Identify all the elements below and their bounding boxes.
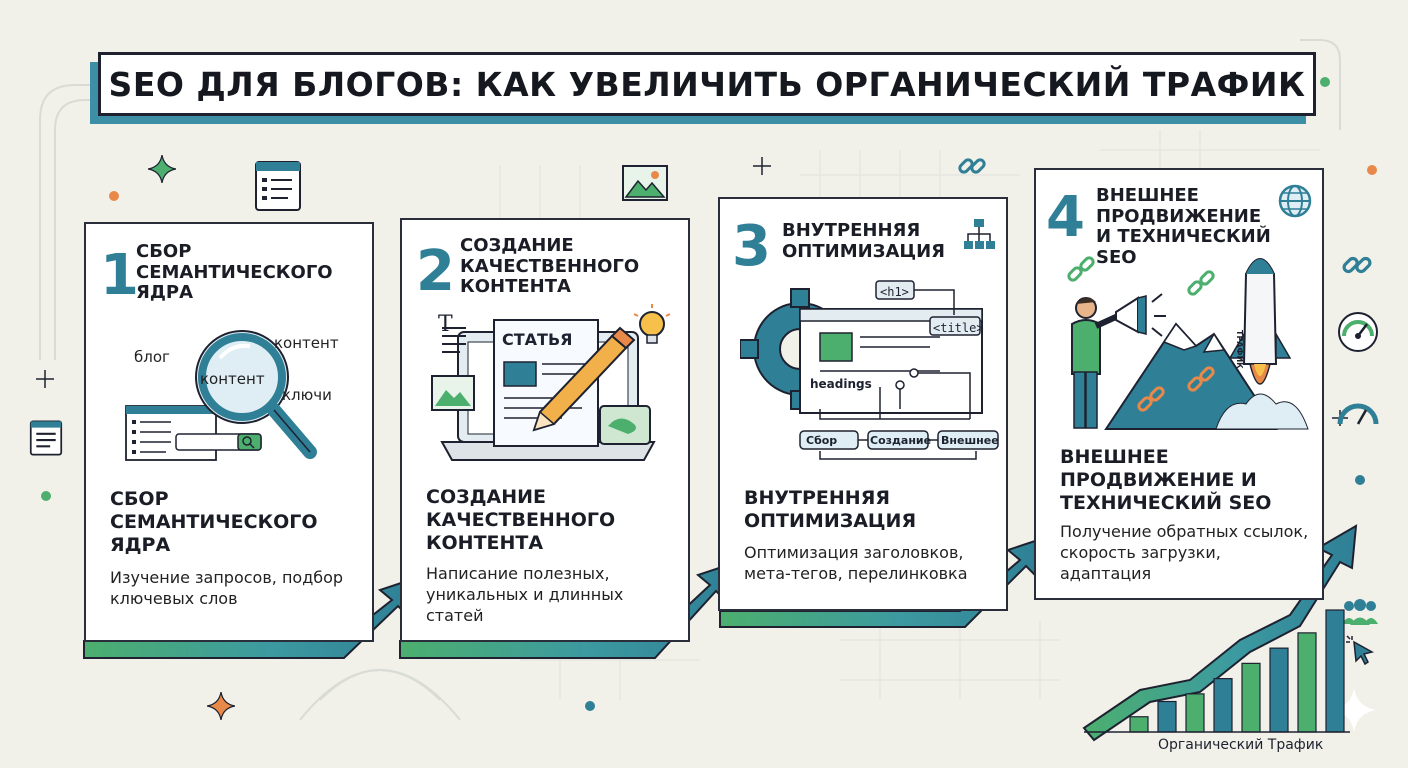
list-window-icon <box>255 161 301 211</box>
step-header-3: Внутренняя оптимизация <box>782 220 946 262</box>
link-icon <box>958 158 986 174</box>
keyword-content: контент <box>274 334 339 352</box>
sitemap-icon <box>964 219 995 249</box>
step-card-2: 2 Создание качественного контента T СТАТ… <box>400 218 690 642</box>
traffic-bar <box>1185 693 1205 733</box>
image-icon <box>622 165 668 201</box>
step-header-4: Внешнее продвижение и технический SEO <box>1096 185 1271 269</box>
globe-icon <box>1278 184 1312 218</box>
tag-headings: headings <box>810 377 872 391</box>
article-label: СТАТЬЯ <box>502 330 573 349</box>
traffic-bar <box>1129 716 1149 733</box>
dot-decor <box>109 191 119 201</box>
page-title: SEO ДЛЯ БЛОГОВ: КАК УВЕЛИЧИТЬ ОРГАНИЧЕСК… <box>108 64 1306 104</box>
step-card-1: 1 Сбор семантического ядра блог контент … <box>84 222 374 642</box>
tag-title: <title> <box>933 321 984 335</box>
users-icon <box>1342 599 1378 625</box>
step-heading-2: Создание качественного контента <box>426 486 616 554</box>
step-heading-1: Сбор семантического ядра <box>110 488 318 556</box>
step-number-1: 1 <box>100 243 139 308</box>
sparkle-icon <box>148 155 176 183</box>
sparkle-icon <box>1332 688 1376 732</box>
step-header-1: Сбор семантического ядра <box>136 241 333 304</box>
step-number-3: 3 <box>732 214 771 279</box>
sparkle-icon <box>207 692 235 720</box>
gauge-icon <box>1337 403 1379 425</box>
cursor-icon <box>1346 635 1375 666</box>
step-card-4: 4 Внешнее продвижение и технический SEO … <box>1034 168 1324 600</box>
step-description-2: Написание полезных, уникальных и длинных… <box>426 564 624 625</box>
title-banner: SEO ДЛЯ БЛОГОВ: КАК УВЕЛИЧИТЬ ОРГАНИЧЕСК… <box>98 52 1316 116</box>
step-description-3: Оптимизация заголовков, мета-тегов, пере… <box>744 543 968 583</box>
rocket-label: ТРАФИК <box>1235 330 1244 369</box>
step-description-1: Изучение запросов, подбор ключевых слов <box>110 568 344 608</box>
traffic-bar <box>1297 632 1317 733</box>
traffic-bar <box>1157 700 1177 733</box>
step-number-2: 2 <box>416 239 455 304</box>
laptop-article-illustration <box>431 304 671 461</box>
traffic-bar <box>1269 647 1289 733</box>
keyword-content-center: контент <box>200 370 265 388</box>
step-header-2: Создание качественного контента <box>460 235 640 298</box>
gauge-icon <box>1338 312 1378 352</box>
step-number-4: 4 <box>1046 185 1085 250</box>
link-icon <box>1342 256 1372 274</box>
step-heading-4: Внешнее продвижение и технический SEO <box>1060 446 1272 514</box>
traffic-bar <box>1325 609 1345 733</box>
keyword-keys: ключи <box>282 386 332 404</box>
magnifier-illustration <box>125 330 317 461</box>
promotion-illustration <box>1067 256 1309 430</box>
flow-step-create: Создание <box>870 434 932 447</box>
flow-step-collect: Сбор <box>806 434 838 447</box>
step-card-3: 3 Внутренняя оптимизация <box>718 197 1008 611</box>
optimization-illustration <box>740 280 999 460</box>
traffic-label: Органический Трафик <box>1158 737 1324 753</box>
text-glyph: T <box>438 312 453 337</box>
step-description-4: Получение обратных ссылок, скорость загр… <box>1060 522 1309 583</box>
keyword-blog: блог <box>134 348 170 366</box>
traffic-bar <box>1213 678 1233 733</box>
list-window-icon <box>29 420 63 456</box>
step-heading-3: Внутренняя оптимизация <box>744 487 917 532</box>
traffic-bar <box>1241 662 1261 733</box>
tag-h1: <h1> <box>880 285 909 299</box>
traffic-bars <box>1129 609 1345 733</box>
flow-step-external: Внешнее <box>941 434 999 447</box>
